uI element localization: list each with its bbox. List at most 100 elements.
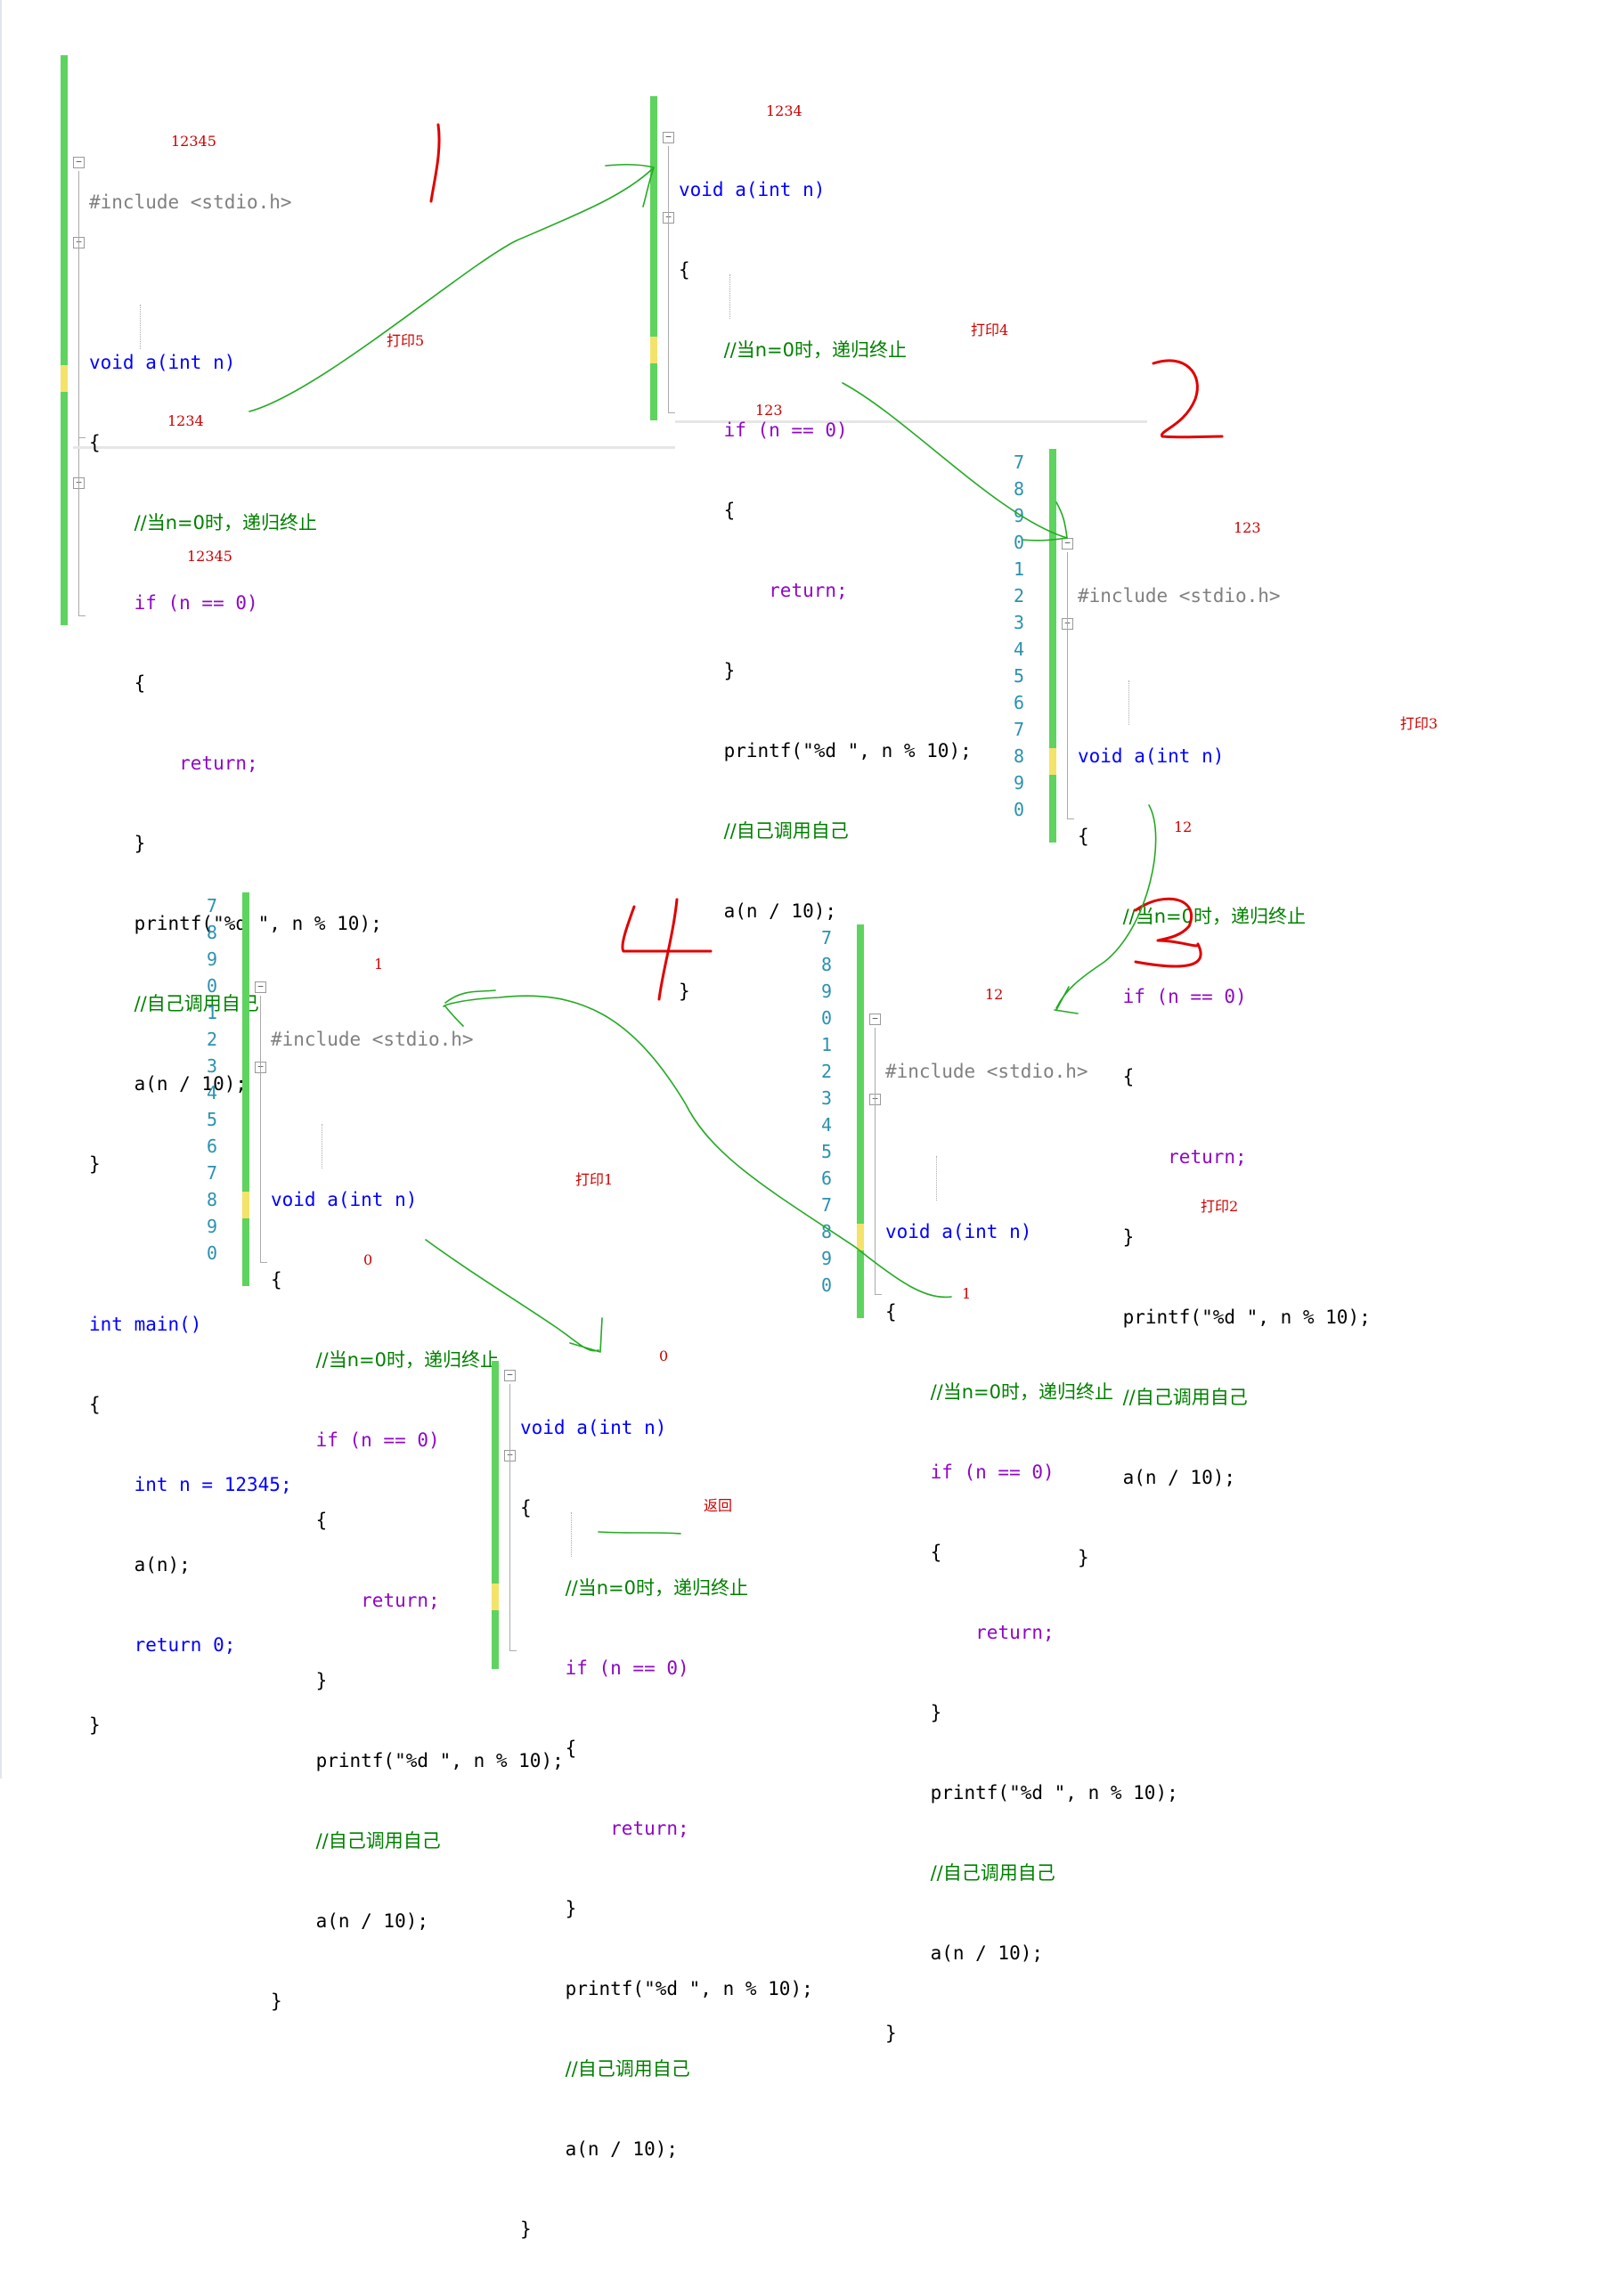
main-call-text: a(n) <box>134 1554 180 1575</box>
line-number: 6 <box>820 1168 832 1189</box>
annotation-input: 1234 <box>766 102 802 119</box>
code-panel-3: 7 8 9 0 1 2 3 4 5 6 7 8 9 0 #include <st… <box>1014 449 1548 1568</box>
brace-open: { <box>723 500 736 521</box>
fold-toggle[interactable] <box>504 1370 516 1381</box>
brace-open: { <box>565 1738 577 1759</box>
annotation-output: 123 <box>755 402 783 419</box>
brace-close: } <box>1122 1226 1135 1248</box>
change-bar <box>61 55 68 625</box>
recursive-call: a(n / 10); <box>930 1942 1044 1964</box>
outline-line <box>260 996 261 1263</box>
comment-self: //自己调用自己 <box>723 820 849 842</box>
comment-stop: //当n=0时，递归终止 <box>1122 906 1306 927</box>
line-number: 8 <box>1013 478 1024 500</box>
step-number-1 <box>429 123 441 203</box>
line-number: 1 <box>206 1002 217 1023</box>
brace-close: } <box>315 1670 328 1691</box>
recursive-call: a(n / 10); <box>565 2138 679 2160</box>
line-number: 4 <box>206 1082 217 1103</box>
return-line: return; <box>769 580 848 601</box>
outline-line <box>1067 552 1068 819</box>
return-line: return; <box>975 1622 1055 1643</box>
if-line: if (n == 0) <box>565 1657 689 1679</box>
code-listing: void a(int n) { //当n=0时，递归终止 if (n == 0)… <box>679 123 972 1058</box>
indent-guide <box>729 274 730 319</box>
line-number: 7 <box>1013 719 1024 740</box>
int-declaration: int n = 12345; <box>134 1474 292 1495</box>
arrowhead-3 <box>1054 986 1079 1014</box>
code-listing: #include <stdio.h> void a(int n) { //当n=… <box>89 55 382 1792</box>
line-number: 1 <box>1013 558 1024 580</box>
line-number: 2 <box>820 1061 832 1082</box>
change-bar <box>242 892 249 1286</box>
outline-line <box>1067 818 1074 819</box>
fold-toggle[interactable] <box>255 981 266 993</box>
line-numbers: 7 8 9 0 1 2 3 4 5 6 7 8 9 0 <box>191 892 217 1266</box>
line-numbers: 7 8 9 0 1 2 3 4 5 6 7 8 9 0 <box>998 449 1024 823</box>
annotation-output: 1234 <box>167 412 204 429</box>
line-number: 8 <box>820 954 832 975</box>
brace-close: } <box>89 1153 101 1175</box>
annotation-output: 0 <box>363 1251 373 1268</box>
fold-toggle[interactable] <box>869 1014 881 1025</box>
comment-self: //自己调用自己 <box>565 2058 690 2080</box>
annotation-input: 12 <box>985 986 1004 1003</box>
annotation-print: 打印2 <box>1201 1198 1239 1215</box>
line-number: 7 <box>206 1162 217 1184</box>
change-bar <box>650 96 657 420</box>
change-mark <box>61 365 68 392</box>
fold-toggle[interactable] <box>73 157 85 168</box>
include-directive: #include <stdio.h> <box>1078 585 1281 607</box>
line-number: 2 <box>206 1029 217 1050</box>
change-mark <box>492 1584 499 1610</box>
fold-toggle[interactable] <box>663 132 674 143</box>
recursive-call: a(n / 10); <box>723 900 837 922</box>
line-number: 4 <box>1013 639 1024 660</box>
recursive-call: a(n / 10); <box>315 1910 429 1932</box>
brace-open: { <box>271 1269 282 1290</box>
outline-line <box>78 615 86 616</box>
step-number-4 <box>621 898 713 1001</box>
line-number: 5 <box>206 1109 217 1130</box>
comment-self: //自己调用自己 <box>134 993 259 1014</box>
return-line: return; <box>361 1590 440 1611</box>
if-line: if (n == 0) <box>1122 986 1247 1007</box>
brace-open: { <box>89 432 101 453</box>
line-number: 7 <box>206 895 217 916</box>
comment-self: //自己调用自己 <box>930 1862 1055 1884</box>
func-signature: void a(int n) <box>520 1417 667 1438</box>
line-number: 0 <box>1013 799 1024 820</box>
brace-close: } <box>885 2023 897 2044</box>
brace-open: { <box>1078 826 1089 847</box>
include-directive: #include <stdio.h> <box>885 1061 1088 1082</box>
return-zero: return 0; <box>134 1634 236 1656</box>
comment-stop: //当n=0时，递归终止 <box>315 1349 499 1371</box>
if-line: if (n == 0) <box>930 1461 1055 1483</box>
outline-line <box>509 1384 510 1651</box>
brace-open: { <box>134 672 146 694</box>
arrow-3-to-4 <box>1055 804 1157 1009</box>
comment-stop: //当n=0时，递归终止 <box>723 339 907 361</box>
include-directive: #include <stdio.h> <box>89 191 292 213</box>
line-number: 0 <box>820 1274 832 1296</box>
line-number: 0 <box>206 975 217 997</box>
return-line: return; <box>610 1818 689 1839</box>
line-number: 7 <box>820 927 832 949</box>
line-number: 8 <box>1013 745 1024 767</box>
indent-guide <box>140 305 141 349</box>
annotation-input: 123 <box>1234 519 1261 536</box>
brace-close: } <box>1078 1547 1089 1568</box>
brace-open: { <box>679 259 690 281</box>
arrowhead-5 <box>569 1317 603 1353</box>
comment-stop: //当n=0时，递归终止 <box>930 1381 1113 1403</box>
printf-line: printf("%d ", n % 10); <box>930 1782 1178 1803</box>
arrow-4-to-5 <box>443 995 952 1299</box>
line-number: 3 <box>1013 612 1024 633</box>
brace-close: } <box>271 1991 282 2012</box>
func-signature: void a(int n) <box>1078 745 1225 767</box>
annotation-return: 返回 <box>704 1497 733 1514</box>
annotation-print: 打印1 <box>575 1171 614 1188</box>
outline-line <box>509 1650 517 1651</box>
return-underline <box>598 1531 681 1535</box>
line-number: 9 <box>206 1216 217 1237</box>
